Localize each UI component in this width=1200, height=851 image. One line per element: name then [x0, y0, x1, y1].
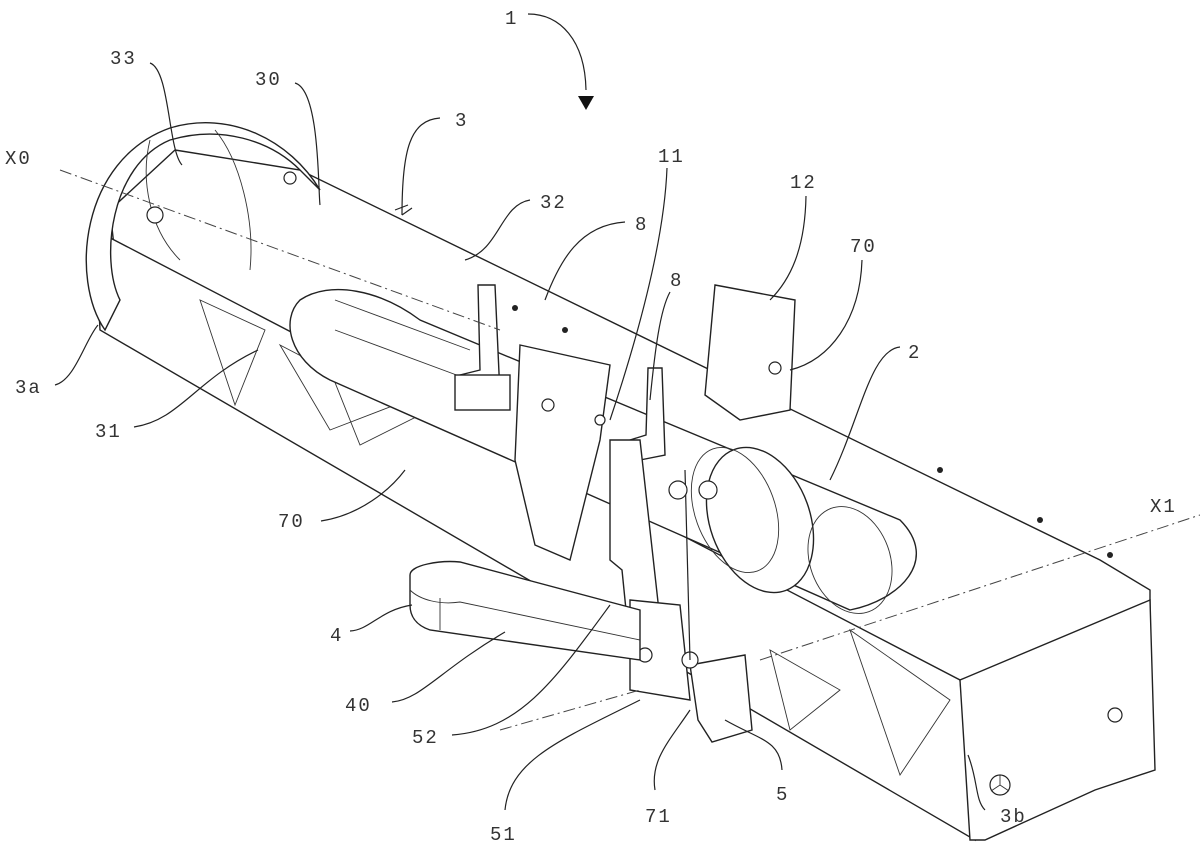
- bolt: [146, 206, 164, 224]
- label-lever-unit: 5: [776, 784, 789, 806]
- cutout: [199, 299, 266, 407]
- leader-40: [391, 631, 506, 703]
- lever-base-51: [629, 599, 691, 701]
- bolt: [1037, 517, 1043, 523]
- bolt: [283, 171, 297, 185]
- block-71: [689, 654, 753, 743]
- shaft: [334, 299, 471, 381]
- label-frame: 3: [455, 110, 468, 132]
- rotary-drum-groove: [690, 446, 780, 574]
- leader-3-arrowhead: [394, 204, 413, 216]
- label-element-11: 11: [658, 146, 685, 168]
- leader-2: [829, 346, 901, 481]
- assembly-arrow-line: [527, 13, 587, 91]
- reference-labels: 1 3 33 30 X0 32 8 11 8 12 70 2 3a 31 70 …: [5, 8, 1177, 846]
- label-assembly: 1: [505, 8, 518, 30]
- link-rod: [684, 469, 691, 661]
- bolt: [937, 467, 943, 473]
- pivot: [698, 480, 718, 500]
- bolt: [768, 361, 782, 375]
- rotary-unit: [289, 288, 917, 614]
- leader-8a: [544, 221, 626, 301]
- bolt: [541, 398, 555, 412]
- label-frame-ring: 33: [110, 48, 137, 70]
- bolt: [512, 305, 518, 311]
- leader-31: [133, 349, 259, 428]
- pivot: [668, 480, 688, 500]
- bolt: [1107, 707, 1123, 723]
- axis-x0-line: [59, 169, 501, 331]
- cutout: [849, 628, 951, 777]
- pedal-arm-40: [409, 560, 641, 661]
- bolt: [562, 327, 568, 333]
- label-block-71: 71: [645, 806, 672, 828]
- leader-52: [451, 604, 611, 736]
- label-axis-x0: X0: [5, 148, 32, 170]
- label-lever-part-51: 51: [490, 824, 517, 846]
- label-bracket-70-right: 70: [850, 236, 877, 258]
- emblem-lines: [990, 775, 1010, 792]
- leader-3b: [967, 754, 986, 811]
- leader-3a: [54, 324, 99, 386]
- pedal: [409, 560, 641, 661]
- label-bracket-70-left: 70: [278, 511, 305, 533]
- leader-12: [769, 195, 807, 301]
- label-pedal: 4: [330, 625, 343, 647]
- assembly-arrow-head: [578, 96, 594, 110]
- leader-51: [504, 699, 641, 811]
- block: [454, 374, 511, 411]
- axis-lower-line: [499, 689, 641, 731]
- leader-5: [724, 719, 783, 771]
- cutout: [769, 649, 841, 731]
- leader-32: [464, 199, 531, 261]
- label-unit: 2: [908, 342, 921, 364]
- leader-11: [609, 167, 668, 421]
- label-element-8b: 8: [670, 270, 683, 292]
- bracket-70-left: [514, 344, 611, 561]
- leader-lines: [54, 62, 986, 811]
- label-axis-x1: X1: [1150, 496, 1177, 518]
- ring-inner: [214, 129, 252, 271]
- lever-unit: [609, 439, 753, 743]
- bracket-70-right: [704, 284, 796, 421]
- label-element-8a: 8: [635, 214, 648, 236]
- pedal-edge: [409, 589, 641, 641]
- leader-71: [653, 709, 691, 791]
- axis-x1-line: [759, 514, 1200, 661]
- leader-33: [149, 62, 183, 166]
- brackets: [454, 284, 796, 561]
- label-pedal-arm: 40: [345, 695, 372, 717]
- leader-30: [294, 82, 321, 206]
- leader-3: [401, 117, 441, 216]
- label-frame-end-b: 3b: [1000, 806, 1027, 828]
- label-frame-side: 31: [95, 421, 122, 443]
- rotary-wheel: [807, 506, 893, 614]
- rotary-drum: [705, 446, 815, 594]
- ring-inner: [145, 139, 181, 261]
- frame-end-ring: [85, 122, 321, 332]
- leader-70-right: [789, 259, 863, 371]
- leader-8b: [649, 291, 671, 401]
- label-frame-part-30: 30: [255, 69, 282, 91]
- bolt: [1107, 552, 1113, 558]
- leader-4: [349, 604, 413, 632]
- label-element-12: 12: [790, 172, 817, 194]
- label-lever-part-52: 52: [412, 727, 439, 749]
- leader-70-left: [320, 469, 406, 522]
- bolt: [594, 414, 606, 426]
- label-frame-rail: 32: [540, 192, 567, 214]
- label-frame-end-a: 3a: [15, 377, 42, 399]
